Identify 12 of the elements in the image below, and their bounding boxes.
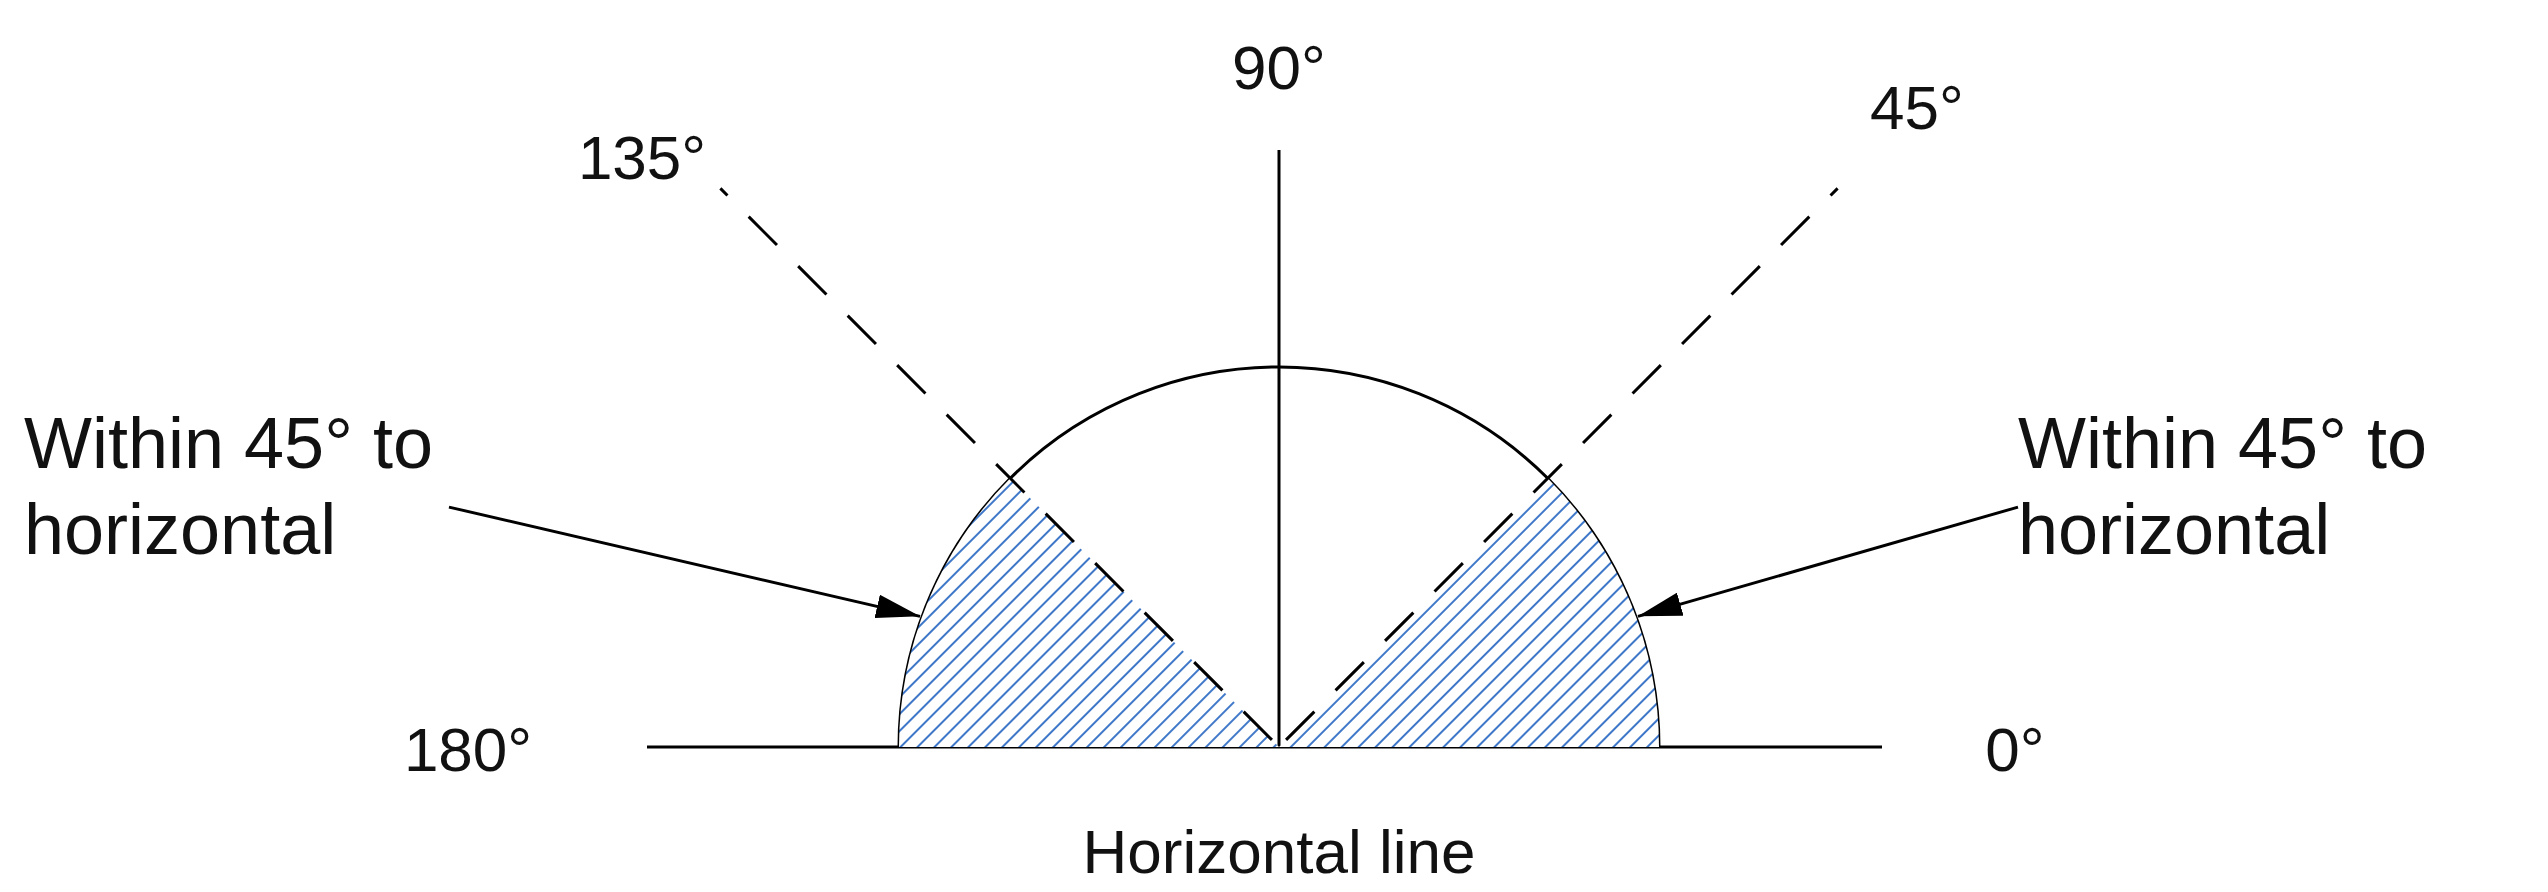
angle-label: 135° [577,121,707,194]
angle-label: 90° [1232,31,1326,104]
angle-label: 45° [1870,71,1964,144]
angle-label: 0° [1985,713,2045,786]
hatched-sector [899,478,1279,747]
axis-label: Horizontal line [1082,815,1476,888]
callout-text: Within 45° to horizontal [24,402,434,572]
angle-label: 180° [403,713,533,786]
leader-line [448,505,921,619]
hatched-sector [1279,478,1659,747]
callout-text: Within 45° to horizontal [2018,402,2428,572]
leader-line [1637,505,2019,618]
